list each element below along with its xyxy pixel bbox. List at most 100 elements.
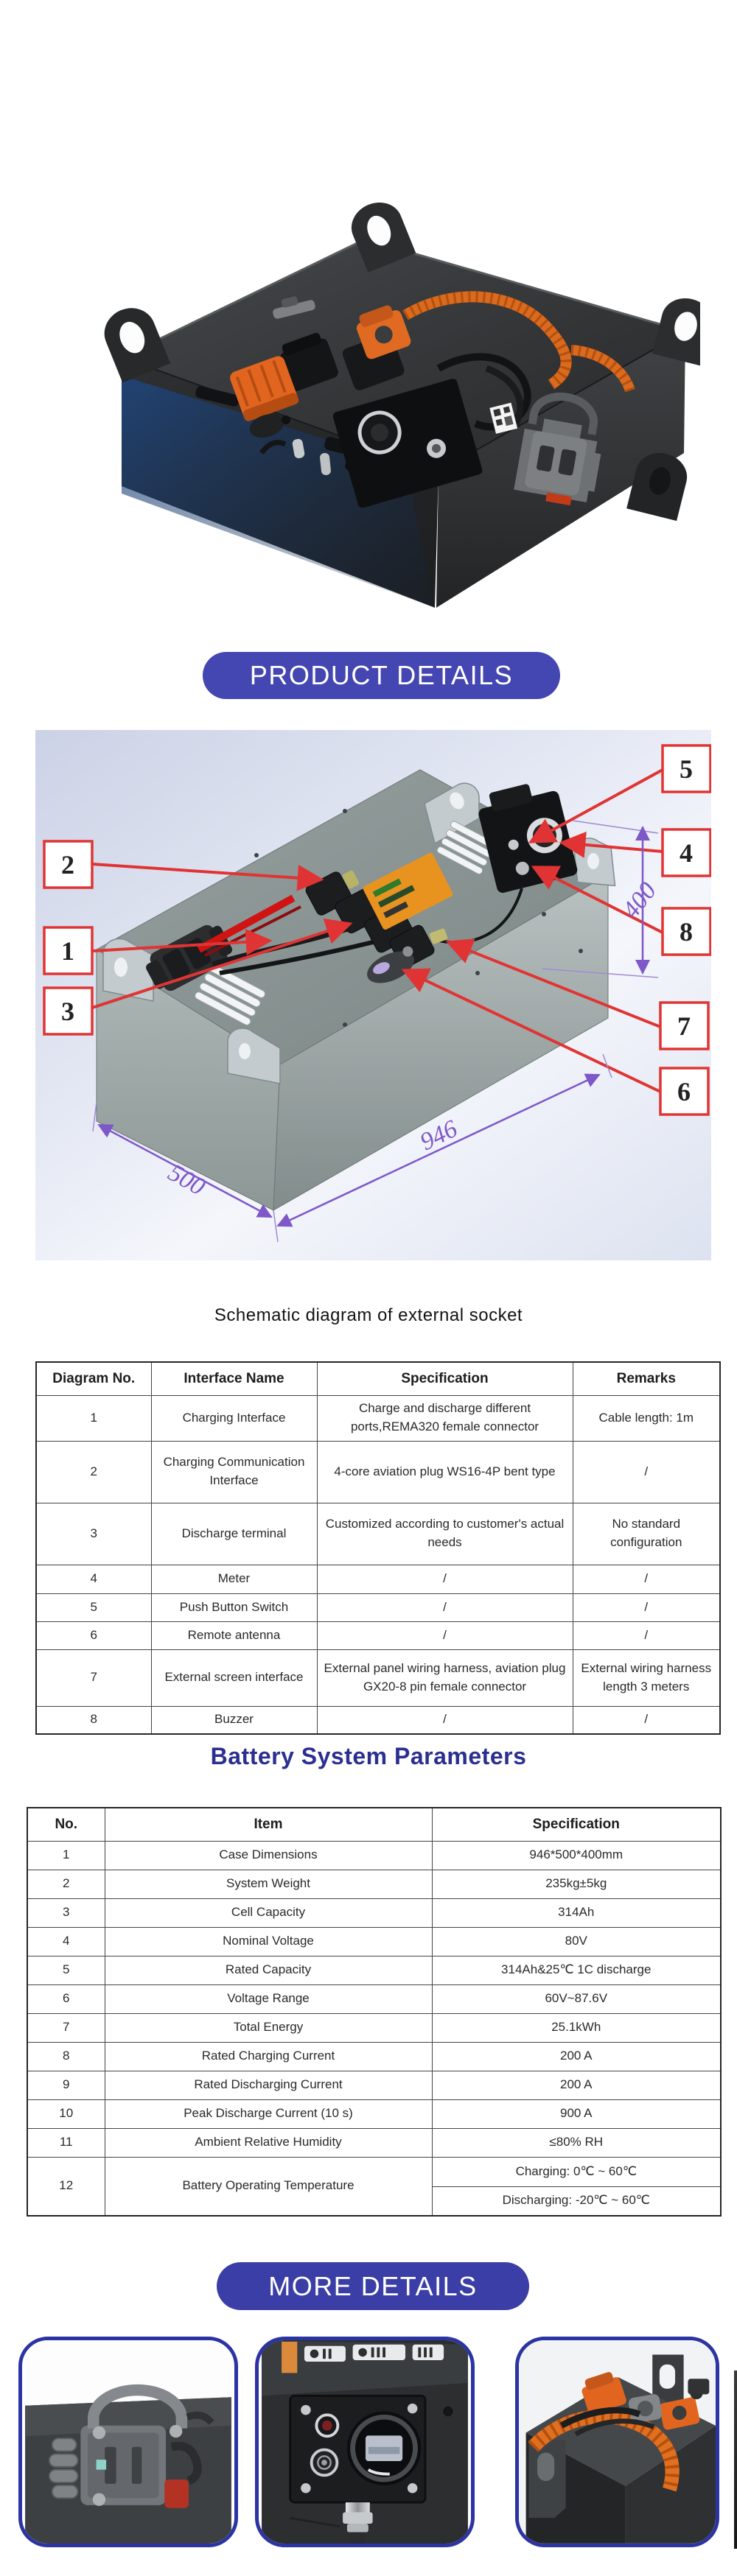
socket-caption: Schematic diagram of external socket	[214, 1305, 523, 1325]
callout-boxes: 2 1 3 5 4 8 7 6	[43, 744, 712, 1116]
params-cell-2-0: 2	[27, 1869, 105, 1899]
socket-header-0: Diagram No.	[35, 1361, 152, 1396]
socket-cell-6-0: 6	[35, 1621, 152, 1650]
params-cell-10-1: Peak Discharge Current (10 s)	[104, 2099, 433, 2129]
socket-cell-3-0: 3	[35, 1502, 152, 1565]
socket-cell-6-1: Remote antenna	[150, 1621, 318, 1650]
socket-cell-5-1: Push Button Switch	[150, 1593, 318, 1622]
params-cell-1-2: 946*500*400mm	[431, 1840, 722, 1870]
params-cell-7-1: Total Energy	[104, 2012, 433, 2043]
params-cell-4-1: Nominal Voltage	[104, 1926, 433, 1956]
params-cell-6-0: 6	[27, 1984, 105, 2014]
socket-cell-4-1: Meter	[150, 1564, 318, 1594]
socket-cell-7-2: External panel wiring harness, aviation …	[316, 1649, 573, 1707]
socket-cell-1-0: 1	[35, 1394, 152, 1442]
socket-cell-7-3: External wiring harness length 3 meters	[572, 1649, 721, 1707]
callout-6: 6	[677, 1077, 691, 1106]
rema-connector-photo	[25, 2340, 231, 2544]
socket-cell-2-3: /	[572, 1440, 721, 1503]
product-details-button[interactable]: PRODUCT DETAILS	[203, 652, 560, 699]
params-cell-12-charging: Charging: 0℃ ~ 60℃	[431, 2156, 722, 2187]
callout-3: 3	[61, 997, 74, 1026]
socket-header-3: Remarks	[572, 1361, 721, 1396]
dim-height: 400	[617, 877, 662, 924]
socket-header-1: Interface Name	[150, 1361, 318, 1396]
more-details-button[interactable]: MORE DETAILS	[217, 2262, 529, 2310]
params-cell-2-1: System Weight	[104, 1869, 433, 1899]
params-cell-6-1: Voltage Range	[104, 1984, 433, 2014]
socket-cell-6-3: /	[572, 1621, 721, 1650]
params-cell-11-2: ≤80% RH	[431, 2127, 722, 2158]
callout-8: 8	[680, 917, 693, 947]
params-cell-1-0: 1	[27, 1840, 105, 1870]
socket-cell-3-1: Discharge terminal	[150, 1502, 318, 1565]
meter-panel-photo-card	[255, 2337, 475, 2547]
socket-cell-5-0: 5	[35, 1593, 152, 1622]
lifting-lugs	[104, 202, 713, 522]
socket-cell-4-3: /	[572, 1564, 721, 1594]
socket-cell-6-2: /	[316, 1621, 573, 1650]
params-cell-3-0: 3	[27, 1898, 105, 1928]
params-cell-10-0: 10	[27, 2099, 105, 2129]
params-cell-5-0: 5	[27, 1955, 105, 1985]
params-title: Battery System Parameters	[210, 1743, 527, 1769]
params-cell-7-0: 7	[27, 2012, 105, 2043]
params-header-2: Specification	[431, 1807, 722, 1842]
params-cell-1-1: Case Dimensions	[104, 1840, 433, 1870]
socket-cell-5-2: /	[316, 1593, 573, 1622]
params-cell-9-2: 200 A	[431, 2070, 722, 2100]
params-cell-11-1: Ambient Relative Humidity	[104, 2127, 433, 2158]
socket-cell-1-2: Charge and discharge different ports,REM…	[316, 1394, 573, 1442]
socket-cell-7-1: External screen interface	[150, 1649, 318, 1707]
params-cell-6-2: 60V~87.6V	[431, 1984, 722, 2014]
params-cell-8-2: 200 A	[431, 2041, 722, 2071]
params-cell-8-1: Rated Charging Current	[104, 2041, 433, 2071]
next-image-sliver	[734, 2370, 737, 2549]
params-cell-12-1: Battery Operating Temperature	[104, 2156, 433, 2217]
socket-cell-3-3: No standard configuration	[572, 1502, 721, 1565]
socket-cell-7-0: 7	[35, 1649, 152, 1707]
meter-panel-photo	[262, 2340, 468, 2544]
socket-cell-4-2: /	[316, 1564, 573, 1594]
params-cell-12-0: 12	[27, 2156, 105, 2217]
params-row-12b: Discharging: -20℃ ~ 60℃	[27, 2186, 722, 2217]
params-header-1: Item	[104, 1807, 433, 1842]
callout-2: 2	[61, 850, 74, 880]
params-cell-8-0: 8	[27, 2041, 105, 2071]
socket-header-2: Specification	[316, 1361, 573, 1396]
battery-corner-photo	[519, 2340, 716, 2544]
socket-cell-5-3: /	[572, 1593, 721, 1622]
params-cell-11-0: 11	[27, 2127, 105, 2158]
params-cell-2-2: 235kg±5kg	[431, 1869, 722, 1899]
socket-cell-8-2: /	[316, 1705, 573, 1735]
connector-photo-card	[18, 2337, 238, 2547]
params-cell-9-1: Rated Discharging Current	[104, 2070, 433, 2100]
params-cell-9-0: 9	[27, 2070, 105, 2100]
socket-cell-2-2: 4-core aviation plug WS16-4P bent type	[316, 1440, 573, 1503]
socket-cell-8-3: /	[572, 1705, 721, 1735]
callout-4: 4	[680, 838, 693, 868]
socket-cell-2-1: Charging Communication Interface	[150, 1440, 318, 1503]
params-cell-4-2: 80V	[431, 1926, 722, 1956]
